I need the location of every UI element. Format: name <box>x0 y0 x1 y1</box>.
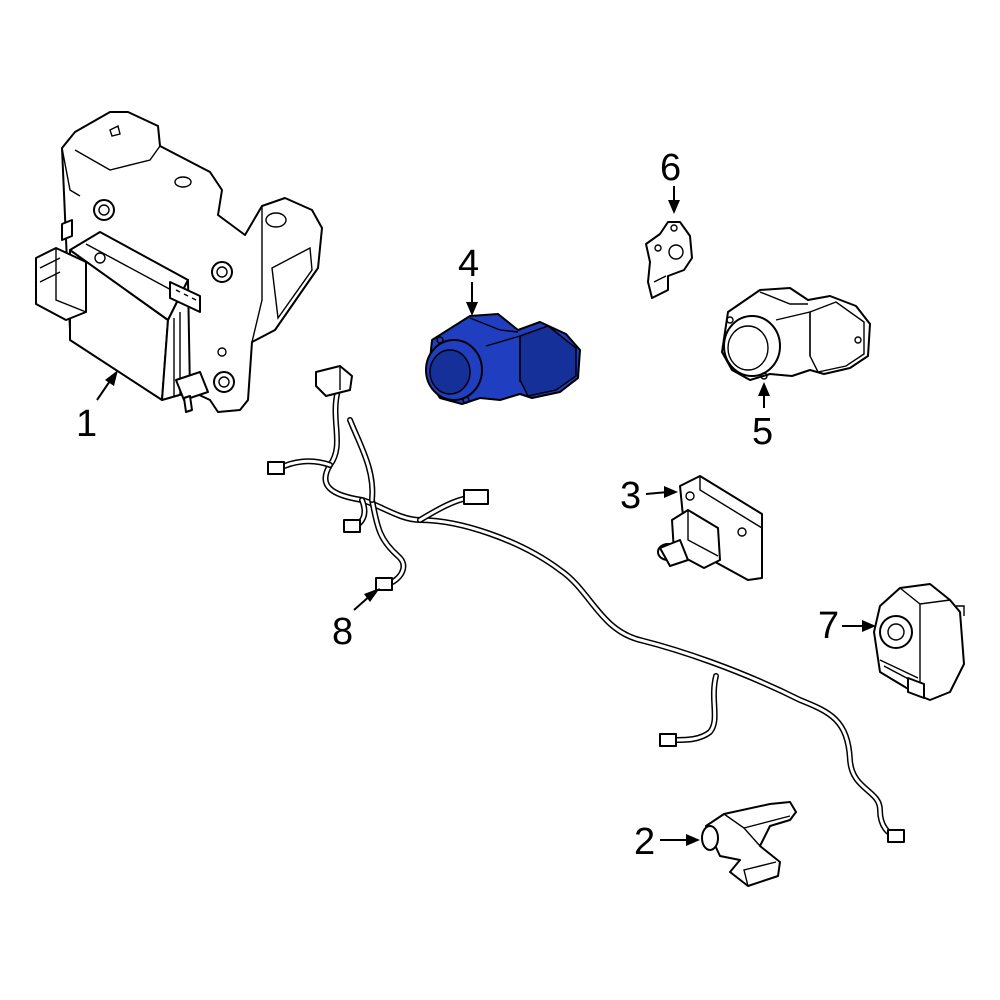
svg-text:6: 6 <box>660 147 681 189</box>
callout-3: 3 <box>620 475 678 517</box>
callout-1: 1 <box>76 370 118 445</box>
svg-text:5: 5 <box>752 411 773 453</box>
svg-text:2: 2 <box>634 821 655 863</box>
svg-text:3: 3 <box>620 475 641 517</box>
callout-6: 6 <box>660 147 681 214</box>
callout-4: 4 <box>458 243 479 316</box>
svg-text:1: 1 <box>76 403 97 445</box>
part-8-wiring-harness <box>267 365 905 843</box>
svg-text:8: 8 <box>332 611 353 653</box>
part-7-actuator <box>873 583 965 701</box>
part-6-bracket <box>645 221 693 299</box>
part-4-sensor-highlighted <box>425 313 581 405</box>
callout-5: 5 <box>752 382 773 453</box>
callout-7: 7 <box>818 605 876 647</box>
part-1-control-module <box>35 111 323 413</box>
callout-2: 2 <box>634 821 700 863</box>
callout-8: 8 <box>332 588 380 653</box>
part-5-sensor <box>721 287 871 381</box>
svg-text:7: 7 <box>818 605 839 647</box>
part-3-sensor-plate <box>657 475 763 581</box>
svg-text:4: 4 <box>458 243 479 285</box>
part-2-sensor <box>701 801 797 887</box>
